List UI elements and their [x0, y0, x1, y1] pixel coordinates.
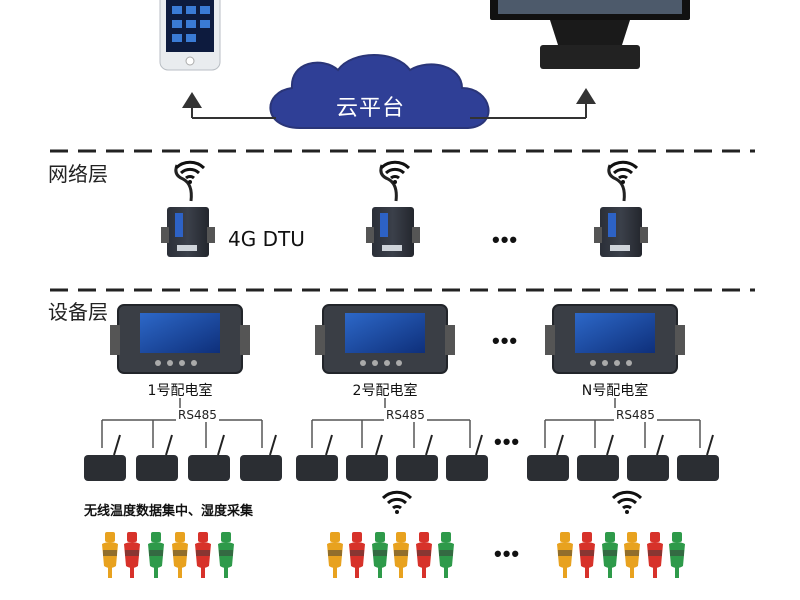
wifi-icon — [379, 160, 411, 184]
dtu-device-1 — [161, 164, 215, 257]
temperature-sensor-icon — [327, 532, 343, 578]
wifi-icon — [611, 490, 643, 514]
monitor-icon — [490, 0, 690, 69]
cloud-links — [182, 88, 596, 119]
temperature-sensor-icon — [416, 532, 432, 578]
wifi-icon — [174, 160, 206, 184]
network-layer-label: 网络层 — [48, 162, 108, 186]
device-ellipsis: ••• — [492, 328, 519, 353]
temperature-sensor-icon — [124, 532, 140, 578]
sensor-group — [102, 532, 685, 578]
collector-modules — [84, 434, 719, 481]
dtu-device-2 — [366, 164, 420, 257]
phone-icon — [159, 0, 221, 71]
bus-label-1: RS485 — [176, 408, 219, 422]
gateway-device-3 — [545, 304, 685, 374]
network-ellipsis: ••• — [492, 227, 519, 252]
gateway-device-2 — [315, 304, 455, 374]
temperature-sensor-icon — [393, 532, 409, 578]
temperature-sensor-icon — [372, 532, 388, 578]
temperature-sensor-icon — [349, 532, 365, 578]
room-label-3: N号配电室 — [581, 383, 649, 399]
collector-ellipsis: ••• — [494, 429, 521, 454]
dtu-label: 4G DTU — [228, 227, 305, 251]
temperature-sensor-icon — [195, 532, 211, 578]
temperature-sensor-icon — [172, 532, 188, 578]
temperature-sensor-icon — [438, 532, 454, 578]
bus-label-2: RS485 — [384, 408, 427, 422]
temperature-sensor-icon — [579, 532, 595, 578]
wifi-icon — [381, 490, 413, 514]
rs485-bus-3 — [544, 398, 701, 448]
dtu-device-3 — [594, 164, 648, 257]
room-label-2: 2号配电室 — [352, 383, 418, 399]
wifi-icon — [607, 160, 639, 184]
temperature-sensor-icon — [602, 532, 618, 578]
sensor-ellipsis: ••• — [494, 541, 521, 566]
room-label-1: 1号配电室 — [147, 383, 213, 399]
temperature-sensor-icon — [102, 532, 118, 578]
rs485-bus-1 — [101, 398, 263, 448]
temperature-sensor-icon — [669, 532, 685, 578]
temperature-sensor-icon — [557, 532, 573, 578]
bus-label-3: RS485 — [614, 408, 657, 422]
gateway-device-1 — [110, 304, 250, 374]
device-layer-label: 设备层 — [48, 300, 108, 324]
temperature-sensor-icon — [218, 532, 234, 578]
wireless-caption: 无线温度数据集中、湿度采集 — [84, 504, 254, 519]
cloud-platform-label: 云平台 — [336, 96, 406, 121]
temperature-sensor-icon — [624, 532, 640, 578]
temperature-sensor-icon — [647, 532, 663, 578]
temperature-sensor-icon — [148, 532, 164, 578]
rs485-bus-2 — [311, 398, 471, 448]
cloud-icon — [269, 54, 490, 129]
